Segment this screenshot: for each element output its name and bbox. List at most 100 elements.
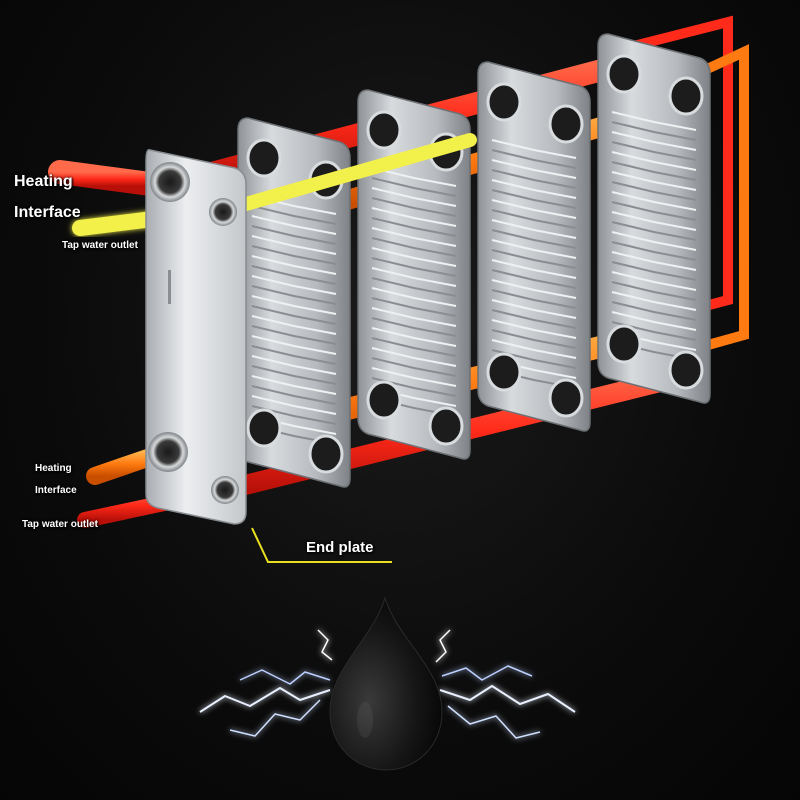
plate-corrugation	[251, 265, 337, 285]
plate-corrugation	[371, 307, 457, 327]
plate-corrugation	[371, 357, 457, 377]
plate-corrugation	[491, 309, 577, 329]
plate-corrugation	[251, 285, 337, 305]
plate-corrugation	[491, 239, 577, 259]
plate-corrugation	[371, 177, 457, 197]
plate-corrugation	[251, 235, 337, 255]
end-plate-engraving	[168, 270, 171, 304]
plate-corrugation	[251, 275, 337, 295]
plate-corrugation	[251, 375, 337, 395]
plate-corrugation	[611, 121, 697, 141]
plate-port	[668, 76, 704, 116]
plate-corrugation	[491, 219, 577, 239]
plate-corrugation	[611, 131, 697, 151]
plate-corrugation	[611, 291, 697, 311]
plate-port	[548, 104, 584, 144]
plate-corrugation	[491, 179, 577, 199]
heat-exchanger-plate	[477, 61, 591, 432]
plate-corrugation	[611, 191, 697, 211]
plate-corrugation	[611, 171, 697, 191]
plate-corrugation	[251, 205, 337, 225]
end-plate	[145, 149, 247, 525]
plate-corrugation	[611, 181, 697, 201]
plate-corrugation	[491, 299, 577, 319]
plate-corrugation	[251, 335, 337, 355]
plate-corrugation	[611, 241, 697, 261]
label-top-tap-water-outlet: Tap water outlet	[62, 240, 138, 251]
plate-corrugation	[371, 327, 457, 347]
plate-port	[366, 110, 402, 150]
spark-right-3	[447, 705, 541, 739]
label-top-interface: Interface	[14, 204, 81, 221]
spark-left-2	[239, 669, 331, 685]
tap-water-pipe-through	[218, 133, 477, 217]
water-drop	[329, 596, 443, 771]
plate-corrugation	[611, 301, 697, 321]
plate-corrugation	[251, 245, 337, 265]
plate-corrugation	[491, 259, 577, 279]
plate-corrugation	[491, 139, 577, 159]
plate-corrugation	[371, 237, 457, 257]
plate-corrugation	[611, 151, 697, 171]
plate-corrugation	[611, 211, 697, 231]
plate-corrugation	[371, 277, 457, 297]
label-bottom-heating: Heating	[35, 463, 72, 474]
plate-corrugation	[491, 229, 577, 249]
plate-port	[486, 82, 522, 122]
plate-corrugation	[491, 269, 577, 289]
plate-corrugation	[611, 251, 697, 271]
plate-port	[486, 352, 522, 392]
spark-left-4	[317, 629, 333, 661]
plate-corrugation	[371, 217, 457, 237]
plate-corrugation	[251, 255, 337, 275]
label-bottom-tap-water-outlet: Tap water outlet	[22, 519, 98, 530]
plate-corrugation	[251, 345, 337, 365]
label-top-heating: Heating	[14, 173, 73, 190]
plate-corrugation	[611, 141, 697, 161]
plate-corrugation	[251, 395, 337, 415]
plate-corrugation	[611, 281, 697, 301]
plate-corrugation	[611, 221, 697, 241]
spark-right-1	[439, 685, 576, 713]
label-bottom-interface: Interface	[35, 485, 77, 496]
plate-corrugation	[251, 325, 337, 345]
plate-port	[606, 324, 642, 364]
plate-port	[548, 378, 584, 418]
plate-corrugation	[251, 295, 337, 315]
spark-right-4	[435, 629, 451, 663]
plate-corrugation	[251, 365, 337, 385]
plate-port	[246, 408, 282, 448]
plate-corrugation	[491, 329, 577, 349]
plate-corrugation	[611, 231, 697, 251]
plate-corrugation	[371, 367, 457, 387]
plate-corrugation	[371, 287, 457, 307]
plate-corrugation	[491, 319, 577, 339]
plate-corrugation	[611, 261, 697, 281]
plate-corrugation	[371, 207, 457, 227]
plate-corrugation	[491, 169, 577, 189]
plate-corrugation	[491, 149, 577, 169]
plate-corrugation	[611, 311, 697, 331]
port-top-small	[209, 198, 237, 226]
plate-corrugation	[371, 267, 457, 287]
plate-corrugation	[251, 385, 337, 405]
plate-corrugation	[371, 227, 457, 247]
plate-corrugation	[491, 199, 577, 219]
plate-corrugation	[371, 247, 457, 267]
plate-corrugation	[491, 249, 577, 269]
plate-corrugation	[611, 271, 697, 291]
plate-port	[428, 406, 464, 446]
water-drop-highlight	[357, 702, 373, 738]
plate-port	[366, 380, 402, 420]
plate-corrugation	[611, 201, 697, 221]
plate-corrugation	[371, 297, 457, 317]
plate-corrugation	[491, 209, 577, 229]
plate-corrugation	[251, 215, 337, 235]
plate-corrugation	[371, 337, 457, 357]
end-plate-callout-line	[251, 527, 392, 563]
plate-port	[606, 54, 642, 94]
plate-corrugation	[491, 189, 577, 209]
plate-corrugation	[371, 187, 457, 207]
plate-corrugation	[611, 111, 697, 131]
